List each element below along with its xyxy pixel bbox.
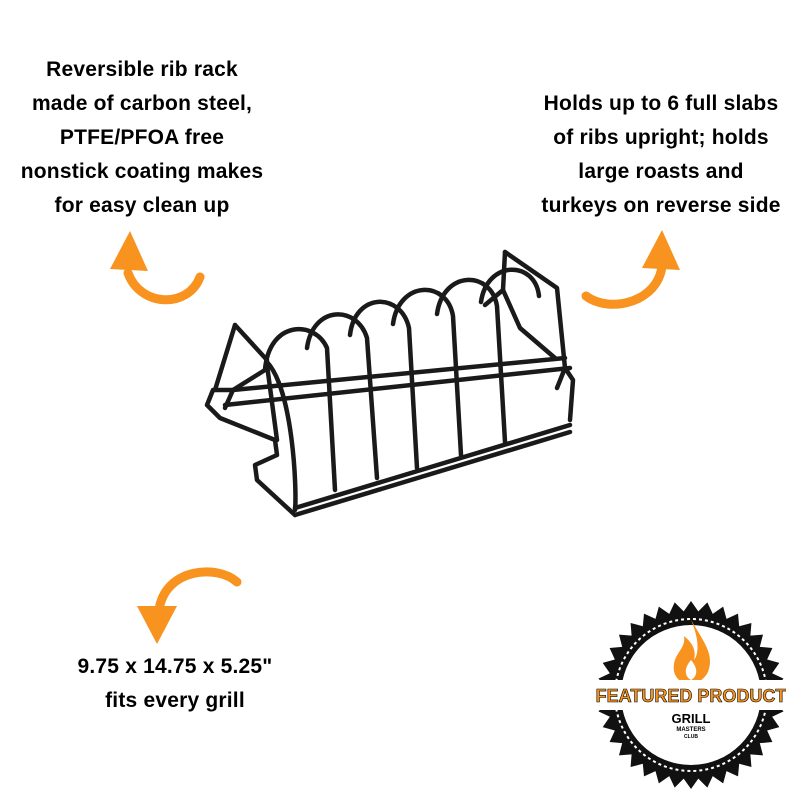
callout-line: 9.75 x 14.75 x 5.25" — [77, 655, 273, 678]
callout-line: nonstick coating makes — [20, 160, 264, 183]
callout-line: fits every grill — [105, 689, 245, 712]
featured-product-badge: FEATURED PRODUCT GRILL MASTERS CLUB — [596, 601, 786, 789]
curved-arrow-icon — [137, 567, 242, 644]
brand-name: GRILL — [672, 711, 711, 726]
callout-line: of ribs upright; holds — [553, 126, 769, 149]
callout-line: turkeys on reverse side — [541, 194, 781, 217]
flame-icon — [673, 620, 711, 684]
callout-line: Reversible rib rack — [46, 58, 238, 81]
rib-rack-illustration — [204, 249, 576, 518]
brand-subname: MASTERS — [676, 727, 705, 733]
callout-line: for easy clean up — [54, 194, 230, 217]
callout-line: Holds up to 6 full slabs — [543, 92, 779, 115]
curved-arrow-icon — [581, 230, 680, 309]
callout-line: large roasts and — [578, 160, 744, 183]
callout-line: made of carbon steel, — [31, 92, 253, 115]
badge-label: FEATURED PRODUCT — [596, 686, 786, 706]
feature-callout-dimensions: 9.75 x 14.75 x 5.25" fits every grill — [40, 650, 310, 718]
feature-callout-material: Reversible rib rack made of carbon steel… — [0, 53, 284, 223]
curved-arrow-icon — [110, 231, 205, 305]
callout-line: PTFE/PFOA free — [59, 126, 225, 149]
brand-tag: CLUB — [684, 734, 698, 740]
feature-callout-capacity: Holds up to 6 full slabs of ribs upright… — [520, 87, 800, 223]
